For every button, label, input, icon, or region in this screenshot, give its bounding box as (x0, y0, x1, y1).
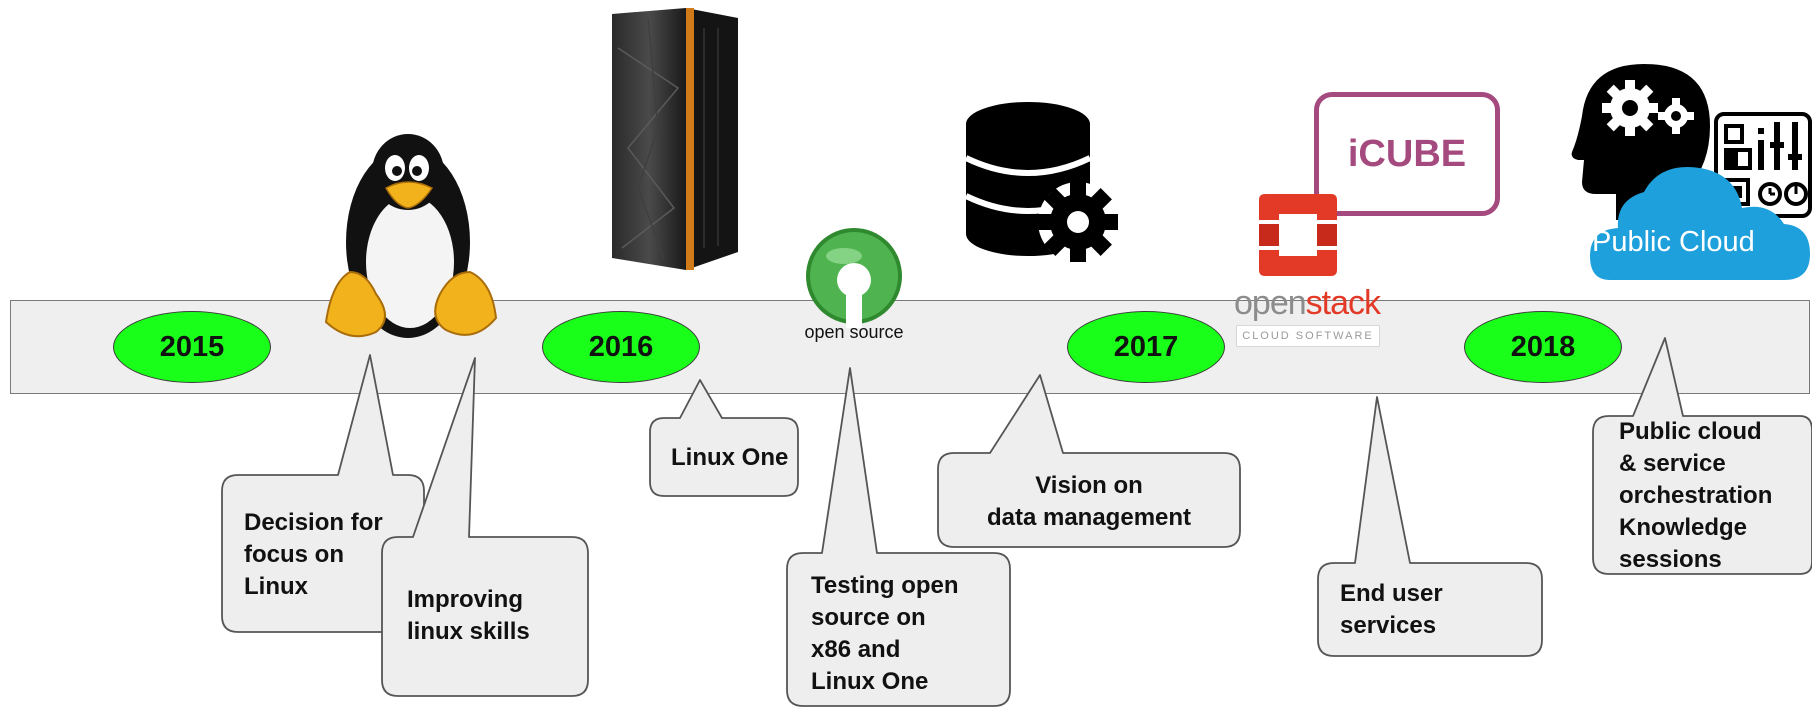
milestone-enduser: End user services (1340, 580, 1443, 639)
opensource-logo-icon (806, 228, 902, 328)
callout-bubble-improving (381, 357, 589, 697)
callout-bubble-linuxone (649, 379, 799, 497)
year-2016: 2016 (542, 311, 700, 383)
openstack-wordmark-stack: stack (1305, 284, 1381, 322)
linux-penguin-icon (324, 134, 498, 338)
database-gear-icon (964, 102, 1118, 262)
public-cloud-label: Public Cloud (1592, 226, 1755, 258)
server-rack-icon (612, 8, 738, 270)
openstack-wordmark-open: open (1234, 284, 1307, 322)
callout-bubble-publiccloud (1592, 337, 1812, 575)
openstack-subtitle: CLOUD SOFTWARE (1236, 325, 1380, 347)
year-2015: 2015 (113, 311, 271, 383)
milestone-testing: Testing open source on x86 and Linux One (811, 572, 959, 695)
milestone-vision: Vision on data management (986, 472, 1192, 531)
openstack-logo-icon (1259, 194, 1337, 276)
year-2018: 2018 (1464, 311, 1622, 383)
callout-bubble-testing (786, 367, 1011, 707)
control-panel-icon (1714, 112, 1812, 218)
openstack-wordmark: openstack (1234, 284, 1381, 323)
callout-bubble-enduser (1317, 396, 1543, 657)
opensource-label: open source (804, 322, 904, 342)
milestone-publiccloud: Public cloud & service orchestration Kno… (1619, 418, 1773, 573)
public-cloud-icon (1590, 167, 1810, 280)
icube-logo: iCUBE (1314, 92, 1500, 216)
year-2017: 2017 (1067, 311, 1225, 383)
milestone-improving: Improving linux skills (407, 586, 530, 645)
milestone-decision: Decision for focus on Linux (244, 509, 383, 600)
milestone-linuxone: Linux One (671, 444, 789, 471)
callout-bubble-vision (937, 374, 1241, 548)
